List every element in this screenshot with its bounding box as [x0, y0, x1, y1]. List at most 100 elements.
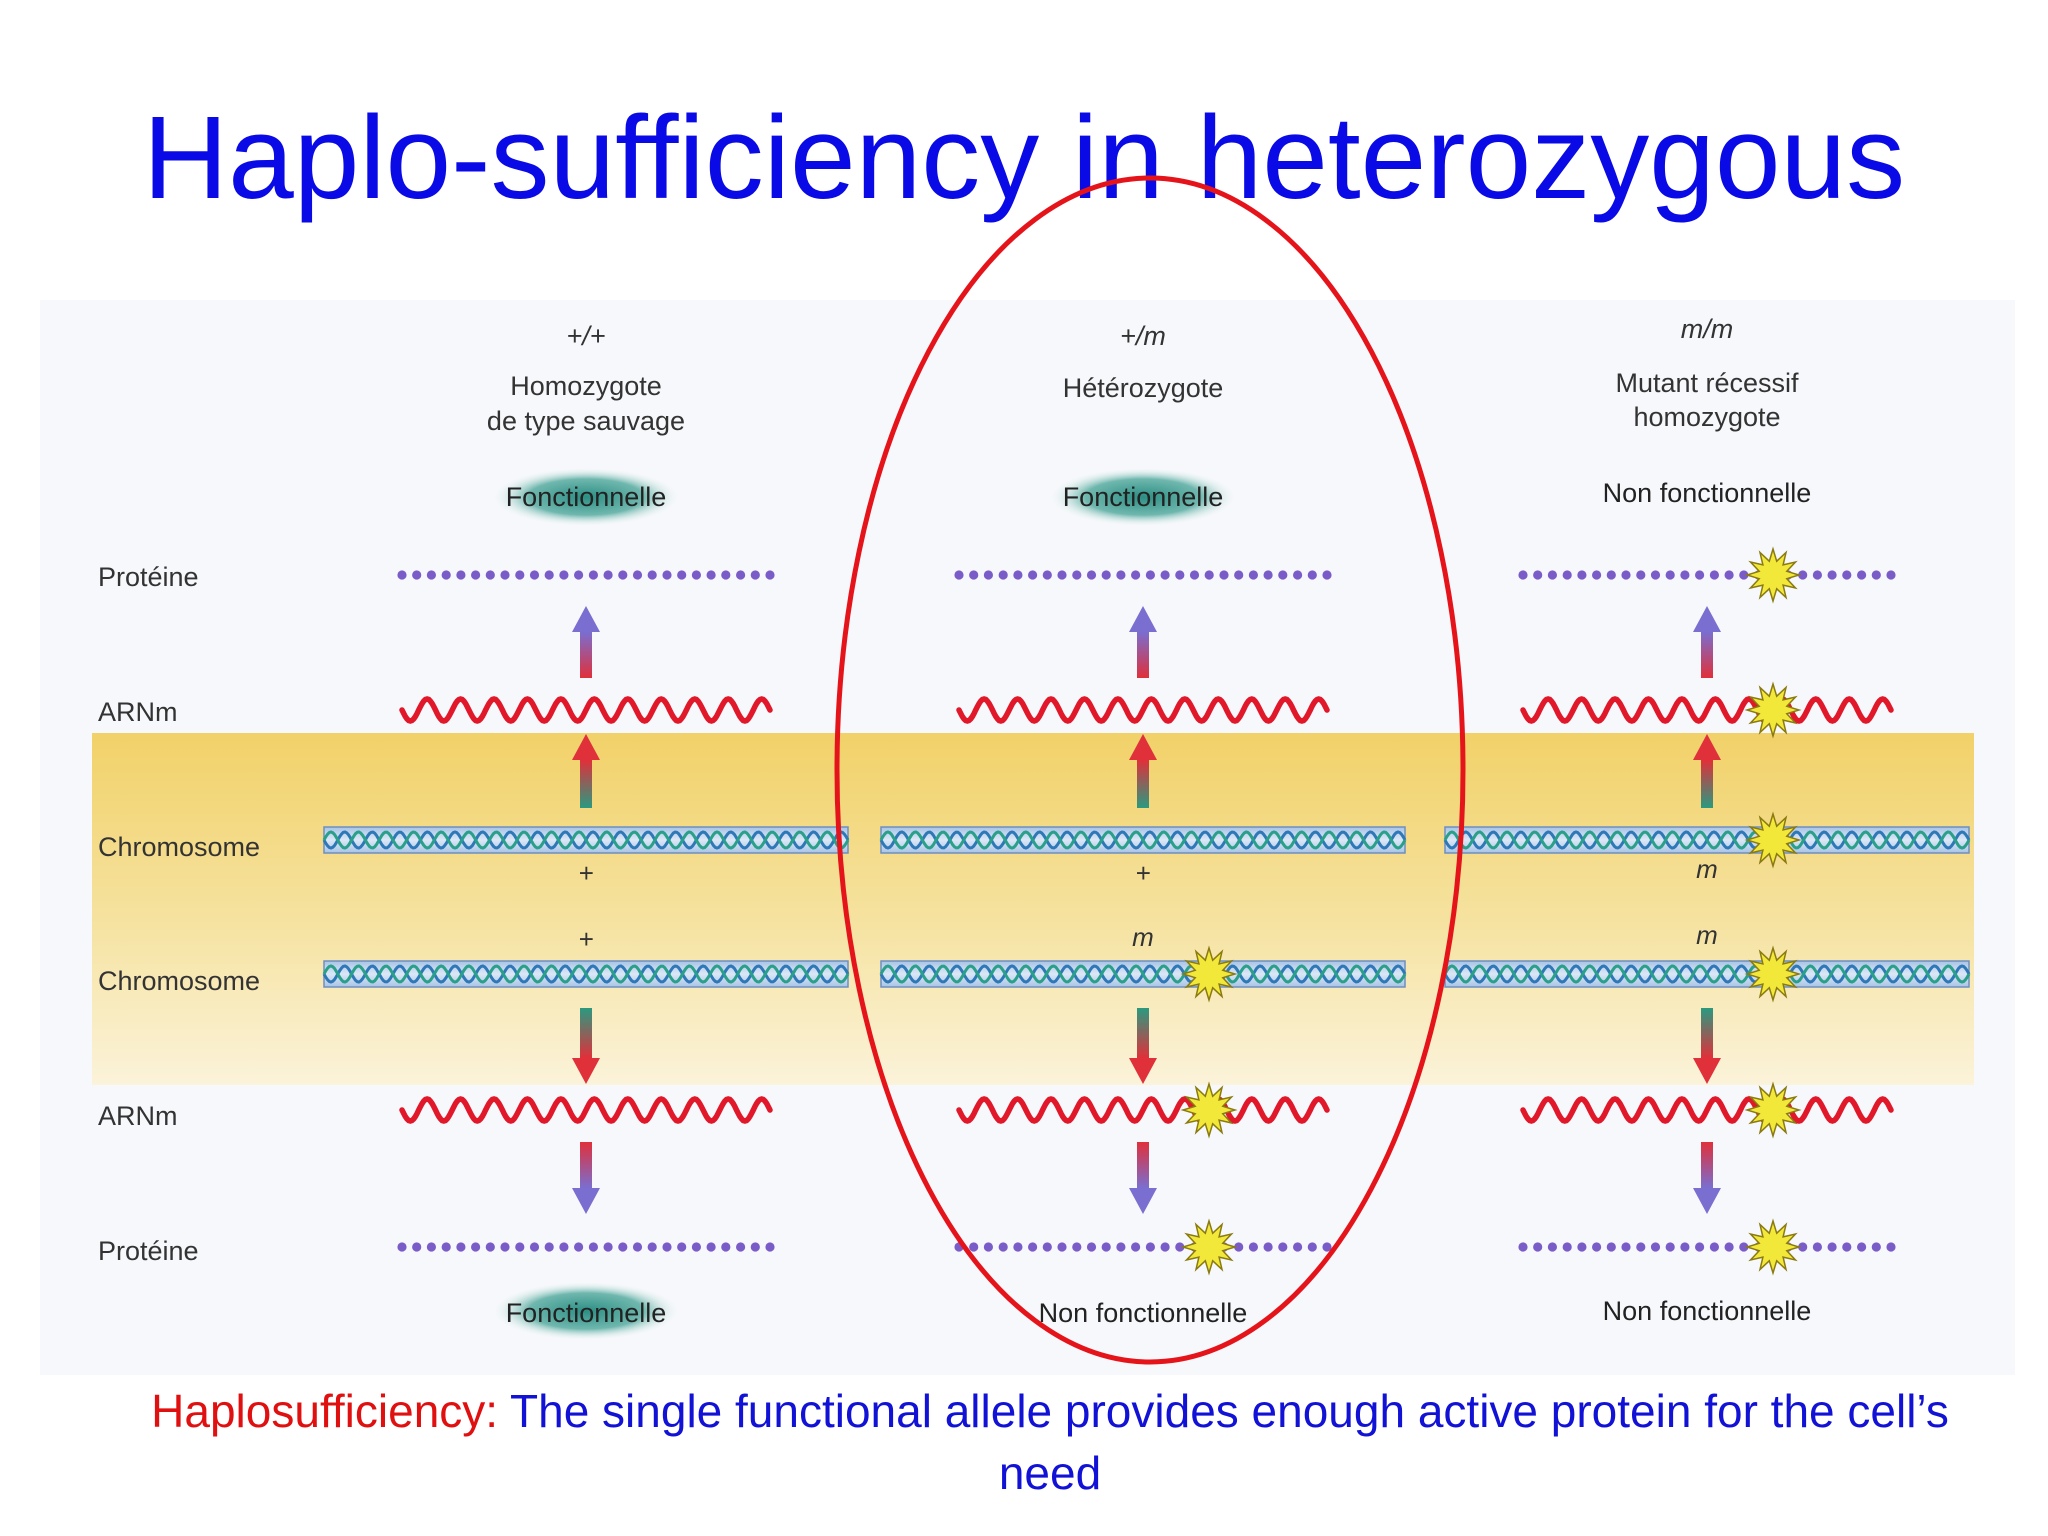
caption-text: The single functional allele provides en…: [498, 1385, 1949, 1499]
protein-bead: [1606, 570, 1616, 580]
arrow-shaft: [580, 1142, 592, 1188]
column-name-mutant-line2: homozygote: [1633, 402, 1780, 432]
allele-bottom-heterozygote: m: [1132, 922, 1154, 952]
protein-bead: [603, 1242, 613, 1252]
status-bottom-mutant: Non fonctionnelle: [1603, 1296, 1812, 1326]
protein-bead: [983, 570, 994, 580]
arrow-shaft: [580, 632, 592, 678]
protein-bead: [618, 570, 628, 580]
mutation-star-icon: [1744, 546, 1802, 604]
protein-bead: [1248, 1242, 1258, 1252]
protein-bead: [969, 570, 979, 580]
row-label-proteine-bottom: Protéine: [98, 1236, 199, 1266]
dna-strand: [1443, 830, 1971, 850]
protein-bead: [397, 1242, 407, 1252]
protein-bead: [1695, 570, 1705, 580]
protein-bead: [1533, 1242, 1543, 1252]
protein-bead: [471, 570, 481, 580]
protein-bead: [397, 570, 407, 580]
row-label-proteine-top: Protéine: [98, 562, 199, 592]
protein-bead: [1621, 1242, 1631, 1252]
protein-bead: [544, 570, 554, 580]
protein-bead: [1724, 1242, 1734, 1252]
protein-bead: [691, 570, 702, 580]
mutation-star-icon: [1180, 945, 1238, 1003]
status-bottom-heterozygote: Non fonctionnelle: [1039, 1298, 1248, 1328]
protein-bead: [603, 570, 613, 580]
arrow-shaft: [580, 1008, 592, 1058]
column-name-wildtype-line1: Homozygote: [510, 371, 662, 401]
protein-bead: [1739, 1242, 1749, 1252]
up-arrow-icon: [1129, 606, 1157, 632]
protein-bead: [559, 1242, 569, 1252]
protein-bead: [441, 570, 451, 580]
allele-bottom-mutant: m: [1696, 920, 1718, 950]
mutation-star-icon: [1744, 681, 1802, 739]
protein-bead: [1533, 570, 1543, 580]
protein-bead: [1234, 1242, 1244, 1252]
protein-bead: [1621, 570, 1631, 580]
protein-bead: [500, 1242, 510, 1252]
protein-bead: [1028, 570, 1038, 580]
protein-bead: [426, 1242, 436, 1252]
protein-bead: [1857, 570, 1867, 580]
protein-bead: [1739, 570, 1749, 580]
protein-bead: [750, 570, 760, 580]
column-name-mutant-line1: Mutant récessif: [1615, 368, 1799, 398]
protein-bead: [1204, 570, 1214, 580]
protein-bead: [1042, 570, 1052, 580]
protein-bead: [1086, 1242, 1097, 1252]
protein-bead: [1131, 1242, 1141, 1252]
protein-bead: [1131, 570, 1141, 580]
protein-bead: [1175, 570, 1185, 580]
protein-bead: [1307, 570, 1317, 580]
protein-bead: [1812, 570, 1822, 580]
status-top-wildtype: Fonctionnelle: [506, 482, 667, 512]
protein-bead: [1278, 1242, 1288, 1252]
protein-bead: [1665, 1242, 1675, 1252]
down-arrow-icon: [1693, 1188, 1721, 1214]
protein-bead: [706, 1242, 716, 1252]
protein-bead: [998, 570, 1008, 580]
mutation-star-icon: [1744, 945, 1802, 1003]
allele-bottom-wildtype: +: [578, 924, 593, 954]
protein-bead: [1293, 1242, 1303, 1252]
protein-bead: [1842, 1242, 1852, 1252]
allele-top-wildtype: +: [578, 858, 593, 888]
protein-bead: [736, 1242, 746, 1252]
arrow-shaft: [1137, 632, 1149, 678]
protein-bead: [588, 570, 599, 580]
dna-strand: [322, 830, 850, 850]
protein-bead: [691, 1242, 702, 1252]
protein-bead: [1798, 570, 1808, 580]
protein-bead: [1636, 1242, 1646, 1252]
protein-bead: [706, 570, 716, 580]
dna-strand: [879, 964, 1407, 984]
protein-bead: [1116, 1242, 1126, 1252]
protein-bead: [515, 570, 525, 580]
protein-bead: [736, 570, 746, 580]
protein-bead: [1248, 570, 1258, 580]
down-arrow-icon: [572, 1058, 600, 1084]
protein-bead: [721, 1242, 731, 1252]
protein-bead: [1116, 570, 1126, 580]
dna-strand: [1443, 964, 1971, 984]
protein-bead: [765, 1242, 775, 1252]
protein-bead: [662, 570, 672, 580]
mrna-strand: [956, 696, 1330, 724]
protein-bead: [426, 570, 436, 580]
protein-bead: [1827, 1242, 1837, 1252]
protein-bead: [1547, 570, 1557, 580]
protein-bead: [1057, 1242, 1067, 1252]
protein-bead: [1263, 1242, 1273, 1252]
mutation-star-icon: [1744, 811, 1802, 869]
protein-bead: [574, 570, 584, 580]
protein-bead: [1871, 1242, 1881, 1252]
protein-bead: [1145, 570, 1155, 580]
protein-bead: [1709, 1242, 1719, 1252]
protein-bead: [1013, 570, 1023, 580]
protein-bead: [1650, 1242, 1661, 1252]
protein-bead: [1234, 570, 1244, 580]
down-arrow-icon: [1693, 1058, 1721, 1084]
